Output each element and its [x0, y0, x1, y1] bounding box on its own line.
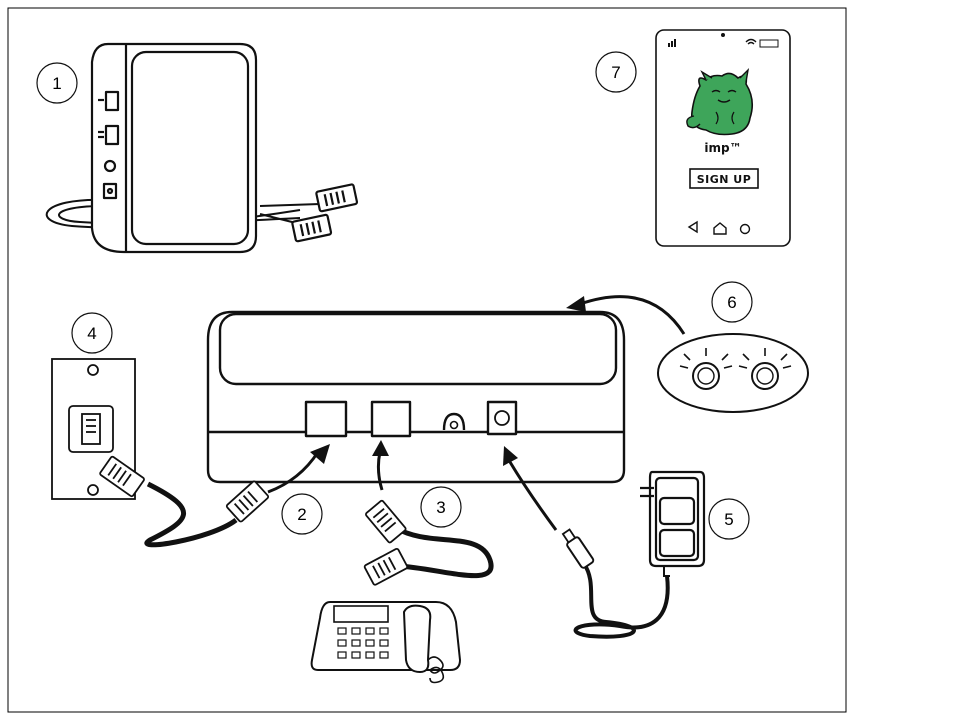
coiled-cord — [427, 656, 445, 684]
wifi-icon — [745, 38, 757, 45]
power-cord — [573, 562, 670, 639]
phone-cable-icon — [99, 455, 270, 548]
hub-device-icon — [206, 310, 626, 484]
callout-5: 5 — [708, 498, 750, 540]
arrow-head — [310, 444, 330, 464]
battery-icon — [759, 39, 779, 48]
brand-label: imp™ — [704, 141, 741, 155]
keypad — [337, 627, 389, 659]
power-port — [486, 400, 518, 436]
callout-5-label: 5 — [724, 510, 733, 529]
diagram-border — [7, 7, 847, 713]
arrow-head — [566, 296, 586, 312]
arrow-head — [503, 446, 518, 466]
arrow-head — [372, 440, 389, 456]
desk-telephone-icon — [310, 601, 462, 684]
wifi-router-icon — [45, 42, 359, 254]
callout-6-label: 6 — [727, 293, 736, 312]
line-cable-icon — [363, 499, 494, 586]
power-adapter-icon — [561, 470, 706, 639]
indicator-lights-icon — [657, 333, 809, 413]
callout-2-label: 2 — [297, 505, 306, 524]
callout-4: 4 — [71, 312, 113, 354]
back-icon[interactable] — [687, 220, 698, 234]
callout-7-label: 7 — [611, 63, 620, 82]
line-port — [370, 400, 412, 438]
callout-6: 6 — [711, 281, 753, 323]
recents-icon[interactable] — [739, 223, 751, 235]
smartphone-icon: imp™ SIGN UP — [655, 29, 791, 247]
arrow-to-phone-port — [267, 451, 320, 494]
arrow-to-power-port — [508, 461, 558, 531]
callout-2: 2 — [281, 493, 323, 535]
callout-1-label: 1 — [52, 74, 61, 93]
callout-7: 7 — [595, 51, 637, 93]
signal-icon — [668, 39, 676, 47]
arrow-to-hub-lights — [579, 295, 686, 335]
phone-port — [304, 400, 348, 438]
home-icon[interactable] — [713, 222, 727, 235]
callout-3: 3 — [420, 486, 462, 528]
sign-up-button-label: SIGN UP — [697, 173, 752, 186]
mascot-icon — [686, 67, 754, 136]
callout-4-label: 4 — [87, 324, 96, 343]
callout-3-label: 3 — [436, 498, 445, 517]
sign-up-button[interactable] — [689, 168, 759, 189]
callout-1: 1 — [36, 62, 78, 104]
